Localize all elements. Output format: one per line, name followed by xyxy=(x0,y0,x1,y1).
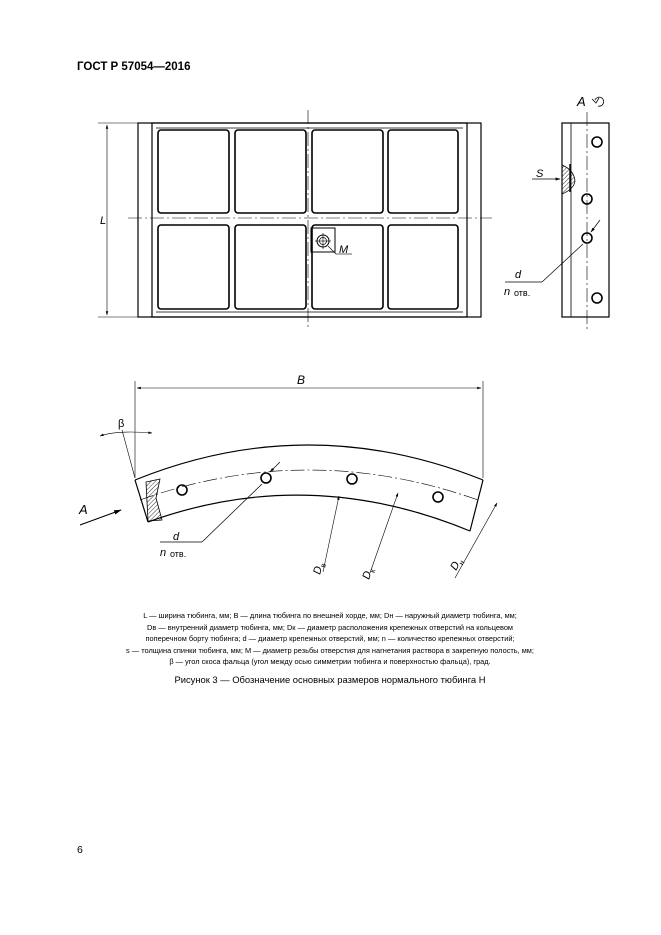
svg-text:в: в xyxy=(318,562,328,568)
svg-text:к: к xyxy=(368,567,378,574)
dim-label-B: B xyxy=(297,373,305,387)
arc-outer xyxy=(134,444,484,481)
side-holes xyxy=(581,136,603,304)
dim-label-L: L xyxy=(100,215,106,227)
arc-inner xyxy=(147,494,471,532)
angle-label-beta: β xyxy=(118,418,124,430)
label-D-inner: D в xyxy=(311,562,328,576)
side-section-hatch xyxy=(561,164,576,195)
front-outer-flange xyxy=(137,122,482,318)
svg-text:D: D xyxy=(360,570,374,581)
dim-label-d-top: d xyxy=(515,269,522,281)
arc-holes xyxy=(176,472,444,503)
dim-label-otv-bottom: отв. xyxy=(170,549,186,559)
legend-line: L — ширина тюбинга, мм; B — длина тюбинг… xyxy=(143,611,517,620)
legend-line: поперечном борту тюбинга; d — диаметр кр… xyxy=(145,634,515,644)
legend-line: Dв — внутренний диаметр тюбинга, мм; Dк … xyxy=(146,622,514,632)
page-number: 6 xyxy=(77,844,83,856)
dim-label-n-top: n xyxy=(504,286,510,298)
dim-label-M: M xyxy=(339,244,349,256)
arc-flange-hatch xyxy=(145,478,163,522)
view-label-A-bottom: A xyxy=(78,502,88,517)
side-flange xyxy=(561,122,610,318)
dim-label-n-bottom: n xyxy=(160,547,166,559)
document-header: ГОСТ Р 57054—2016 xyxy=(77,61,191,73)
front-cells xyxy=(157,129,459,310)
dim-label-otv-top: отв. xyxy=(514,288,530,298)
svg-text:н: н xyxy=(457,558,467,566)
figure-caption: Рисунок 3 — Обозначение основных размеро… xyxy=(174,674,486,685)
label-D-outer: D н xyxy=(448,558,467,572)
figure-legend: L — ширина тюбинга, мм; B — длина тюбинг… xyxy=(70,610,590,668)
legend-line: s — толщина спинки тюбинга, мм; M — диам… xyxy=(126,645,534,655)
view-label-A-top: A xyxy=(576,94,586,109)
svg-text:D: D xyxy=(311,565,325,576)
front-body xyxy=(151,122,468,318)
arc-section xyxy=(79,381,498,579)
legend-line: β — угол скоса фальца (угол между осью с… xyxy=(169,657,491,667)
dim-label-S: S xyxy=(536,168,544,180)
rotate-icon xyxy=(594,96,605,107)
side-view-a xyxy=(505,96,610,330)
grout-boss xyxy=(310,227,336,253)
label-D-bolt-circle: D к xyxy=(360,567,378,581)
dim-label-d-bottom: d xyxy=(173,531,180,543)
front-view xyxy=(98,110,492,330)
